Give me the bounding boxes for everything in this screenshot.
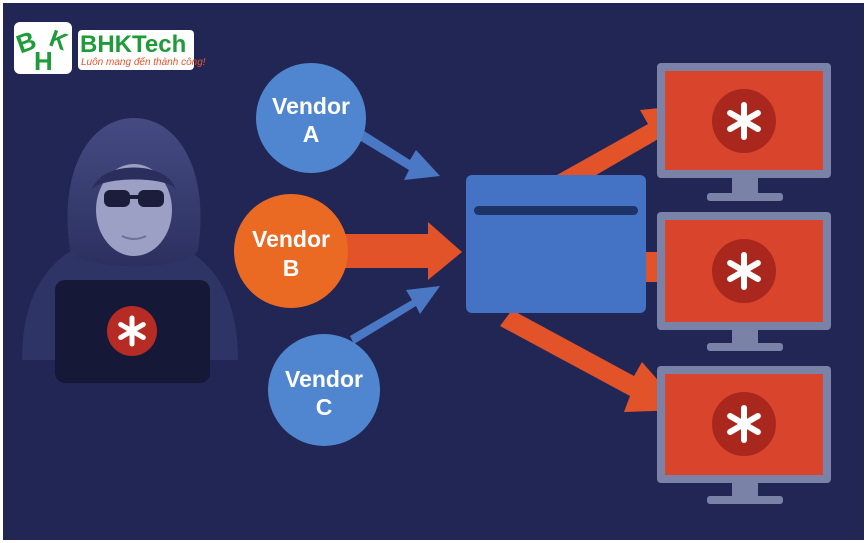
svg-text:H: H <box>34 46 53 76</box>
vendor-a-label-line2: A <box>303 121 320 147</box>
asterisk-alert-icon <box>727 102 761 140</box>
logo-monogram: B H K <box>12 22 72 76</box>
vendor-b-node: Vendor B <box>234 194 348 308</box>
laptop-icon <box>55 280 210 383</box>
vendor-a-node: Vendor A <box>256 63 366 173</box>
hacker-sunglasses-left <box>104 190 130 207</box>
monitor-2-base <box>707 343 783 351</box>
logo-title: BHKTech <box>80 31 186 58</box>
monitor-icon <box>657 63 831 201</box>
hub-slot <box>474 206 638 215</box>
vendor-b-label-line1: Vendor <box>252 226 330 252</box>
hacker-face <box>96 164 172 256</box>
monitor-2-neck <box>732 330 758 344</box>
vendor-a-label-line1: Vendor <box>272 93 350 119</box>
hub-box <box>466 175 646 313</box>
logo-tagline: Luôn mang đến thành công! <box>81 56 206 68</box>
vendor-a-circle <box>256 63 366 173</box>
monitor-1-neck <box>732 178 758 194</box>
arrow-vendor-b-to-hub <box>340 222 462 280</box>
arrow-vendor-c-to-hub <box>350 286 440 344</box>
server-hub-icon <box>466 175 646 313</box>
logo-badge <box>14 22 72 74</box>
hacker-sunglasses-right <box>138 190 164 207</box>
arrow-vendor-a-to-hub <box>346 122 440 180</box>
monitor-icon <box>657 366 831 504</box>
monitor-3-neck <box>732 483 758 497</box>
logo-text-plate <box>78 30 194 70</box>
monitor-1-base <box>707 193 783 201</box>
vendor-b-circle <box>234 194 348 308</box>
asterisk-alert-icon <box>727 252 761 290</box>
bhktech-logo: B H K BHKTech Luôn mang đến thành công! <box>12 22 206 76</box>
vendor-c-label-line2: C <box>316 394 333 420</box>
vendor-c-circle <box>268 334 380 446</box>
vendor-c-node: Vendor C <box>268 334 380 446</box>
vendor-c-label-line1: Vendor <box>285 366 363 392</box>
asterisk-alert-icon <box>727 405 761 443</box>
arrow-hub-to-monitor-3 <box>500 310 684 412</box>
monitor-icon <box>657 212 831 351</box>
asterisk-alert-icon <box>118 315 146 347</box>
vendor-b-label-line2: B <box>283 255 300 281</box>
monitor-3-base <box>707 496 783 504</box>
